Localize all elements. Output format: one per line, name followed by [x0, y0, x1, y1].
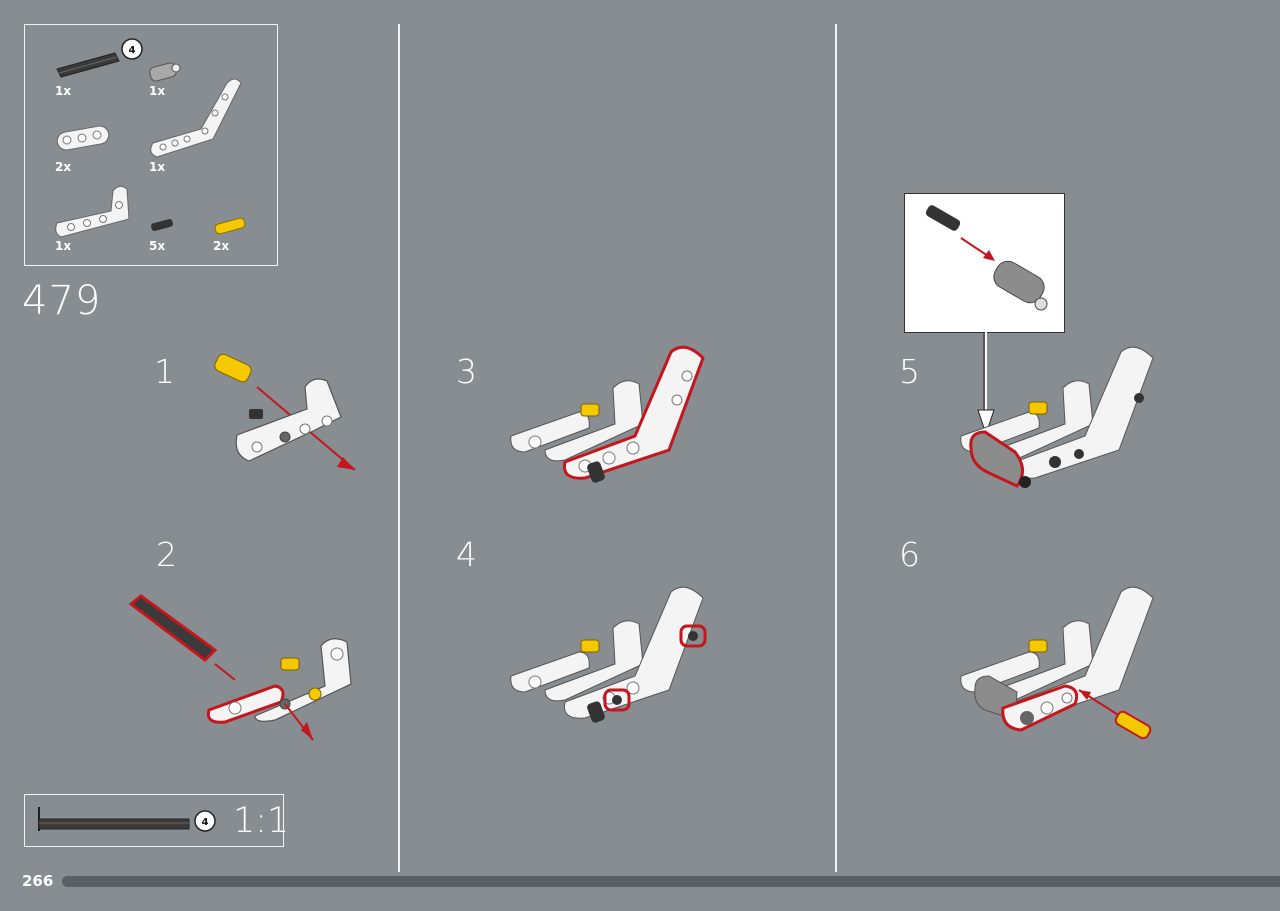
axle-scale-box: 4 1:1 — [24, 794, 289, 847]
sub-assembly-callout — [904, 193, 1065, 333]
part-qty: 5x — [149, 239, 166, 253]
step-number: 2 — [156, 535, 177, 574]
callout-arrow — [977, 332, 995, 436]
parts-list: 4 1x 1x 2x 1x 1x 5x 2x — [24, 24, 278, 266]
l-liftarm-icon — [55, 185, 130, 238]
part-qty: 1x — [149, 84, 166, 98]
liftarm-3-icon — [56, 125, 110, 151]
step-2-illustration — [128, 594, 352, 741]
bent-liftarm-icon — [150, 78, 242, 158]
column-divider-right — [835, 24, 837, 872]
part-qty: 1x — [149, 160, 166, 174]
step-4-illustration — [510, 586, 707, 723]
length-badge-icon: 4 — [121, 38, 143, 60]
axle-connector-icon — [149, 62, 181, 82]
scale-label: 1:1 — [233, 801, 290, 841]
part-qty: 1x — [55, 84, 72, 98]
step-number: 4 — [456, 535, 477, 574]
step-5-illustration — [960, 346, 1154, 488]
step-6-illustration — [960, 586, 1154, 740]
pin-black-icon — [151, 218, 173, 232]
pin-yellow-icon — [214, 217, 246, 235]
part-qty: 1x — [55, 239, 72, 253]
axle-dark-icon — [56, 52, 120, 78]
step-number: 1 — [154, 352, 175, 391]
step-1-illustration — [214, 353, 356, 471]
pin-into-connector-illustration — [925, 205, 1048, 311]
part-qty: 2x — [55, 160, 72, 174]
axle-actual-size-icon — [38, 807, 190, 831]
set-number: 479 — [22, 278, 102, 324]
length-badge-text: 4 — [129, 45, 136, 56]
column-divider-left — [398, 24, 400, 872]
scale-badge-icon: 4 — [194, 810, 216, 832]
step-3-illustration — [510, 345, 705, 483]
scale-badge-text: 4 — [202, 817, 209, 828]
part-qty: 2x — [213, 239, 230, 253]
step-number: 3 — [456, 352, 477, 391]
page-progress-bar — [62, 876, 1280, 887]
step-number: 5 — [899, 352, 920, 391]
page-number: 266 — [22, 872, 54, 890]
step-number: 6 — [899, 535, 920, 574]
